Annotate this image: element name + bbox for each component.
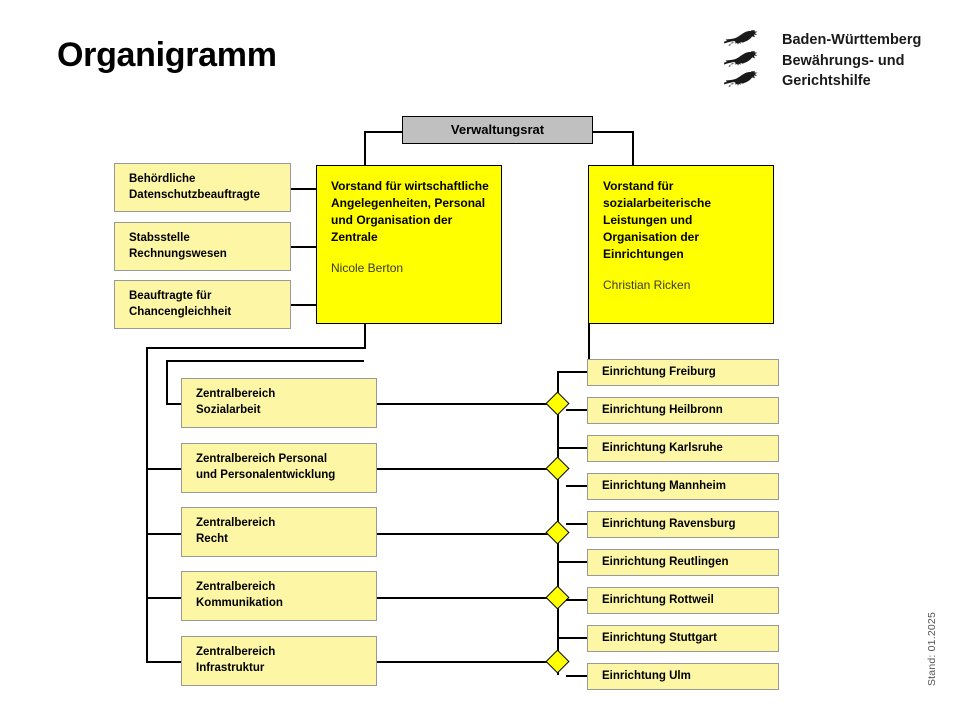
node-label: Einrichtung Ulm xyxy=(602,669,691,682)
connector-board-left-down xyxy=(364,324,366,349)
page-title: Organigramm xyxy=(57,36,277,74)
node-label: Einrichtung Freiburg xyxy=(602,365,716,378)
junction-diamond-5 xyxy=(545,649,570,674)
connector-staff-3 xyxy=(291,304,316,306)
revision-stamp: Stand: 01.2025 xyxy=(926,612,938,687)
node-label: Behördliche Datenschutzbeauftragte xyxy=(129,172,260,201)
node-einrichtung-ravensburg[interactable]: Einrichtung Ravensburg xyxy=(587,511,779,538)
node-einrichtung-heilbronn[interactable]: Einrichtung Heilbronn xyxy=(587,397,779,424)
node-einrichtung-rottweil[interactable]: Einrichtung Rottweil xyxy=(587,587,779,614)
connector-dept-4-to-diamond xyxy=(376,597,551,599)
node-zentralbereich-personal[interactable]: Zentralbereich Personal und Personalentw… xyxy=(181,443,377,493)
node-label: Einrichtung Stuttgart xyxy=(602,631,717,644)
node-label: Einrichtung Rottweil xyxy=(602,593,714,606)
connector-facility-1 xyxy=(557,371,587,373)
connector-staff-2 xyxy=(291,246,316,248)
node-label: Stabsstelle Rechnungswesen xyxy=(129,231,227,260)
node-title: Vorstand für sozialarbeiterische Leistun… xyxy=(603,179,712,262)
node-zentralbereich-recht[interactable]: Zentralbereich Recht xyxy=(181,507,377,557)
node-person: Christian Ricken xyxy=(603,278,691,293)
connector-council-left-h xyxy=(364,131,402,133)
node-zentralbereich-sozialarbeit[interactable]: Zentralbereich Sozialarbeit xyxy=(181,378,377,428)
connector-facility-9 xyxy=(566,675,587,677)
node-label: Zentralbereich Infrastruktur xyxy=(196,646,276,674)
node-chancengleichheit[interactable]: Beauftragte für Chancengleichheit xyxy=(114,280,291,329)
node-label: Zentralbereich Sozialarbeit xyxy=(196,388,276,416)
node-label: Zentralbereich Kommunikation xyxy=(196,581,283,609)
connector-dept-spine xyxy=(146,347,148,663)
connector-dept-4-h xyxy=(146,597,181,599)
junction-diamond-1 xyxy=(545,391,570,416)
three-lions-icon xyxy=(722,30,768,88)
connector-facility-8 xyxy=(557,637,587,639)
connector-facility-5 xyxy=(566,523,587,525)
connector-dept-1-to-diamond xyxy=(376,403,551,405)
connector-dept-1-top xyxy=(166,360,364,362)
node-einrichtung-stuttgart[interactable]: Einrichtung Stuttgart xyxy=(587,625,779,652)
connector-facility-4 xyxy=(566,485,587,487)
connector-facility-3 xyxy=(557,447,587,449)
logo-text: Baden-Württemberg Bewährungs- und Gerich… xyxy=(782,30,921,92)
connector-council-left-v xyxy=(364,131,366,165)
node-einrichtung-mannheim[interactable]: Einrichtung Mannheim xyxy=(587,473,779,500)
connector-dept-2-to-diamond xyxy=(376,468,551,470)
connector-facility-7 xyxy=(566,599,587,601)
node-stabsstelle-rechnungswesen[interactable]: Stabsstelle Rechnungswesen xyxy=(114,222,291,271)
connector-dept-1-h xyxy=(166,403,181,405)
node-vorstand-wirtschaft[interactable]: Vorstand für wirtschaftliche Angelegenhe… xyxy=(316,165,502,324)
node-zentralbereich-infrastruktur[interactable]: Zentralbereich Infrastruktur xyxy=(181,636,377,686)
node-einrichtung-reutlingen[interactable]: Einrichtung Reutlingen xyxy=(587,549,779,576)
connector-staff-1 xyxy=(291,188,316,190)
node-person: Nicole Berton xyxy=(331,261,404,276)
node-verwaltungsrat[interactable]: Verwaltungsrat xyxy=(402,116,593,144)
node-einrichtung-ulm[interactable]: Einrichtung Ulm xyxy=(587,663,779,690)
junction-diamond-2 xyxy=(545,456,570,481)
junction-diamond-4 xyxy=(545,585,570,610)
connector-facility-2 xyxy=(566,409,587,411)
connector-dept-3-to-diamond xyxy=(376,533,551,535)
connector-council-right-h xyxy=(592,131,634,133)
logo-line-3: Gerichtshilfe xyxy=(782,73,871,90)
node-label: Zentralbereich Recht xyxy=(196,517,276,545)
node-zentralbereich-kommunikation[interactable]: Zentralbereich Kommunikation xyxy=(181,571,377,621)
node-label: Einrichtung Ravensburg xyxy=(602,517,736,530)
connector-dept-5-to-diamond xyxy=(376,661,551,663)
connector-dept-1-v xyxy=(166,360,168,404)
connector-dept-5-h xyxy=(146,661,181,663)
brand-logo: Baden-Württemberg Bewährungs- und Gerich… xyxy=(722,30,921,92)
node-title: Vorstand für wirtschaftliche Angelegenhe… xyxy=(331,179,489,245)
connector-dept-2-h xyxy=(146,468,181,470)
connector-board-right-down xyxy=(588,324,590,372)
node-einrichtung-karlsruhe[interactable]: Einrichtung Karlsruhe xyxy=(587,435,779,462)
node-datenschutzbeauftragte[interactable]: Behördliche Datenschutzbeauftragte xyxy=(114,163,291,212)
node-label: Einrichtung Heilbronn xyxy=(602,403,723,416)
logo-line-2: Bewährungs- und xyxy=(782,52,905,69)
logo-line-1: Baden-Württemberg xyxy=(782,32,922,48)
connector-facility-6 xyxy=(557,561,587,563)
connector-dept-3-h xyxy=(146,533,181,535)
node-vorstand-sozial[interactable]: Vorstand für sozialarbeiterische Leistun… xyxy=(588,165,774,324)
node-label: Zentralbereich Personal und Personalentw… xyxy=(196,453,336,481)
node-label: Einrichtung Mannheim xyxy=(602,479,726,492)
node-label: Beauftragte für Chancengleichheit xyxy=(129,289,232,318)
node-label: Einrichtung Reutlingen xyxy=(602,555,729,568)
connector-council-right-v xyxy=(632,131,634,165)
node-label: Verwaltungsrat xyxy=(450,122,545,138)
node-label: Einrichtung Karlsruhe xyxy=(602,441,723,454)
node-einrichtung-freiburg[interactable]: Einrichtung Freiburg xyxy=(587,359,779,386)
connector-board-left-across xyxy=(146,347,366,349)
